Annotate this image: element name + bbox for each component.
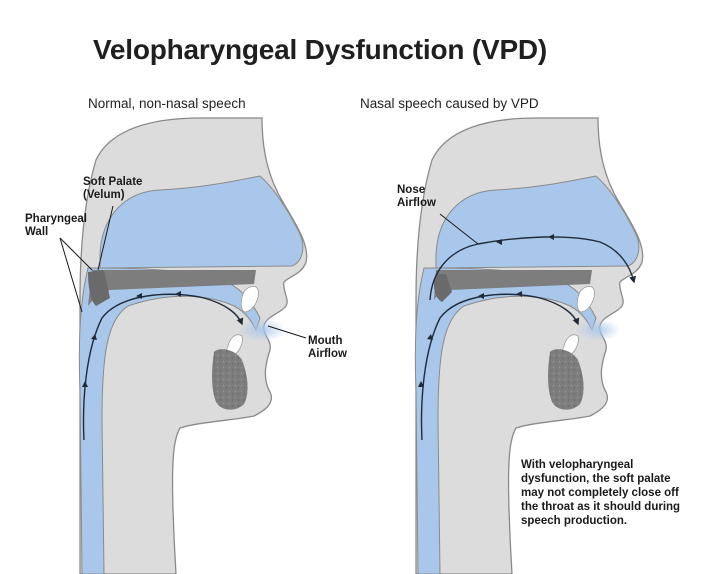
right-nasal-cavity	[435, 175, 640, 269]
right-hard-palate	[434, 270, 592, 300]
soft-palate-label: Soft Palate (Velum)	[83, 176, 143, 201]
left-jaw-bone	[212, 349, 248, 410]
left-head	[78, 117, 308, 574]
nose-airflow-label: Nose Airflow	[397, 184, 436, 209]
left-nasal-cavity	[99, 175, 304, 269]
right-nose-airflow-arrow	[429, 236, 637, 301]
left-upper-tooth	[240, 286, 259, 313]
left-hard-palate	[88, 270, 256, 306]
right-callouts	[439, 213, 479, 245]
diagram-title: Velopharyngeal Dysfunction (VPD)	[92, 34, 548, 65]
left-callouts	[59, 205, 307, 339]
right-head	[414, 117, 644, 574]
mouth-airflow-label: Mouth Airflow	[308, 335, 347, 360]
right-panel-subtitle: Nasal speech caused by VPD	[360, 96, 539, 111]
right-upper-tooth	[576, 286, 595, 313]
left-panel-subtitle: Normal, non-nasal speech	[88, 96, 246, 111]
left-soft-palate	[88, 270, 110, 306]
right-jaw-bone	[548, 349, 584, 410]
right-mouth-airflow-arrow	[420, 293, 580, 441]
pharyngeal-wall-label: Pharyngeal Wall	[25, 213, 87, 238]
vpd-explanation-note: With velopharyngeal dysfunction, the sof…	[521, 459, 681, 527]
right-soft-palate	[434, 274, 452, 302]
